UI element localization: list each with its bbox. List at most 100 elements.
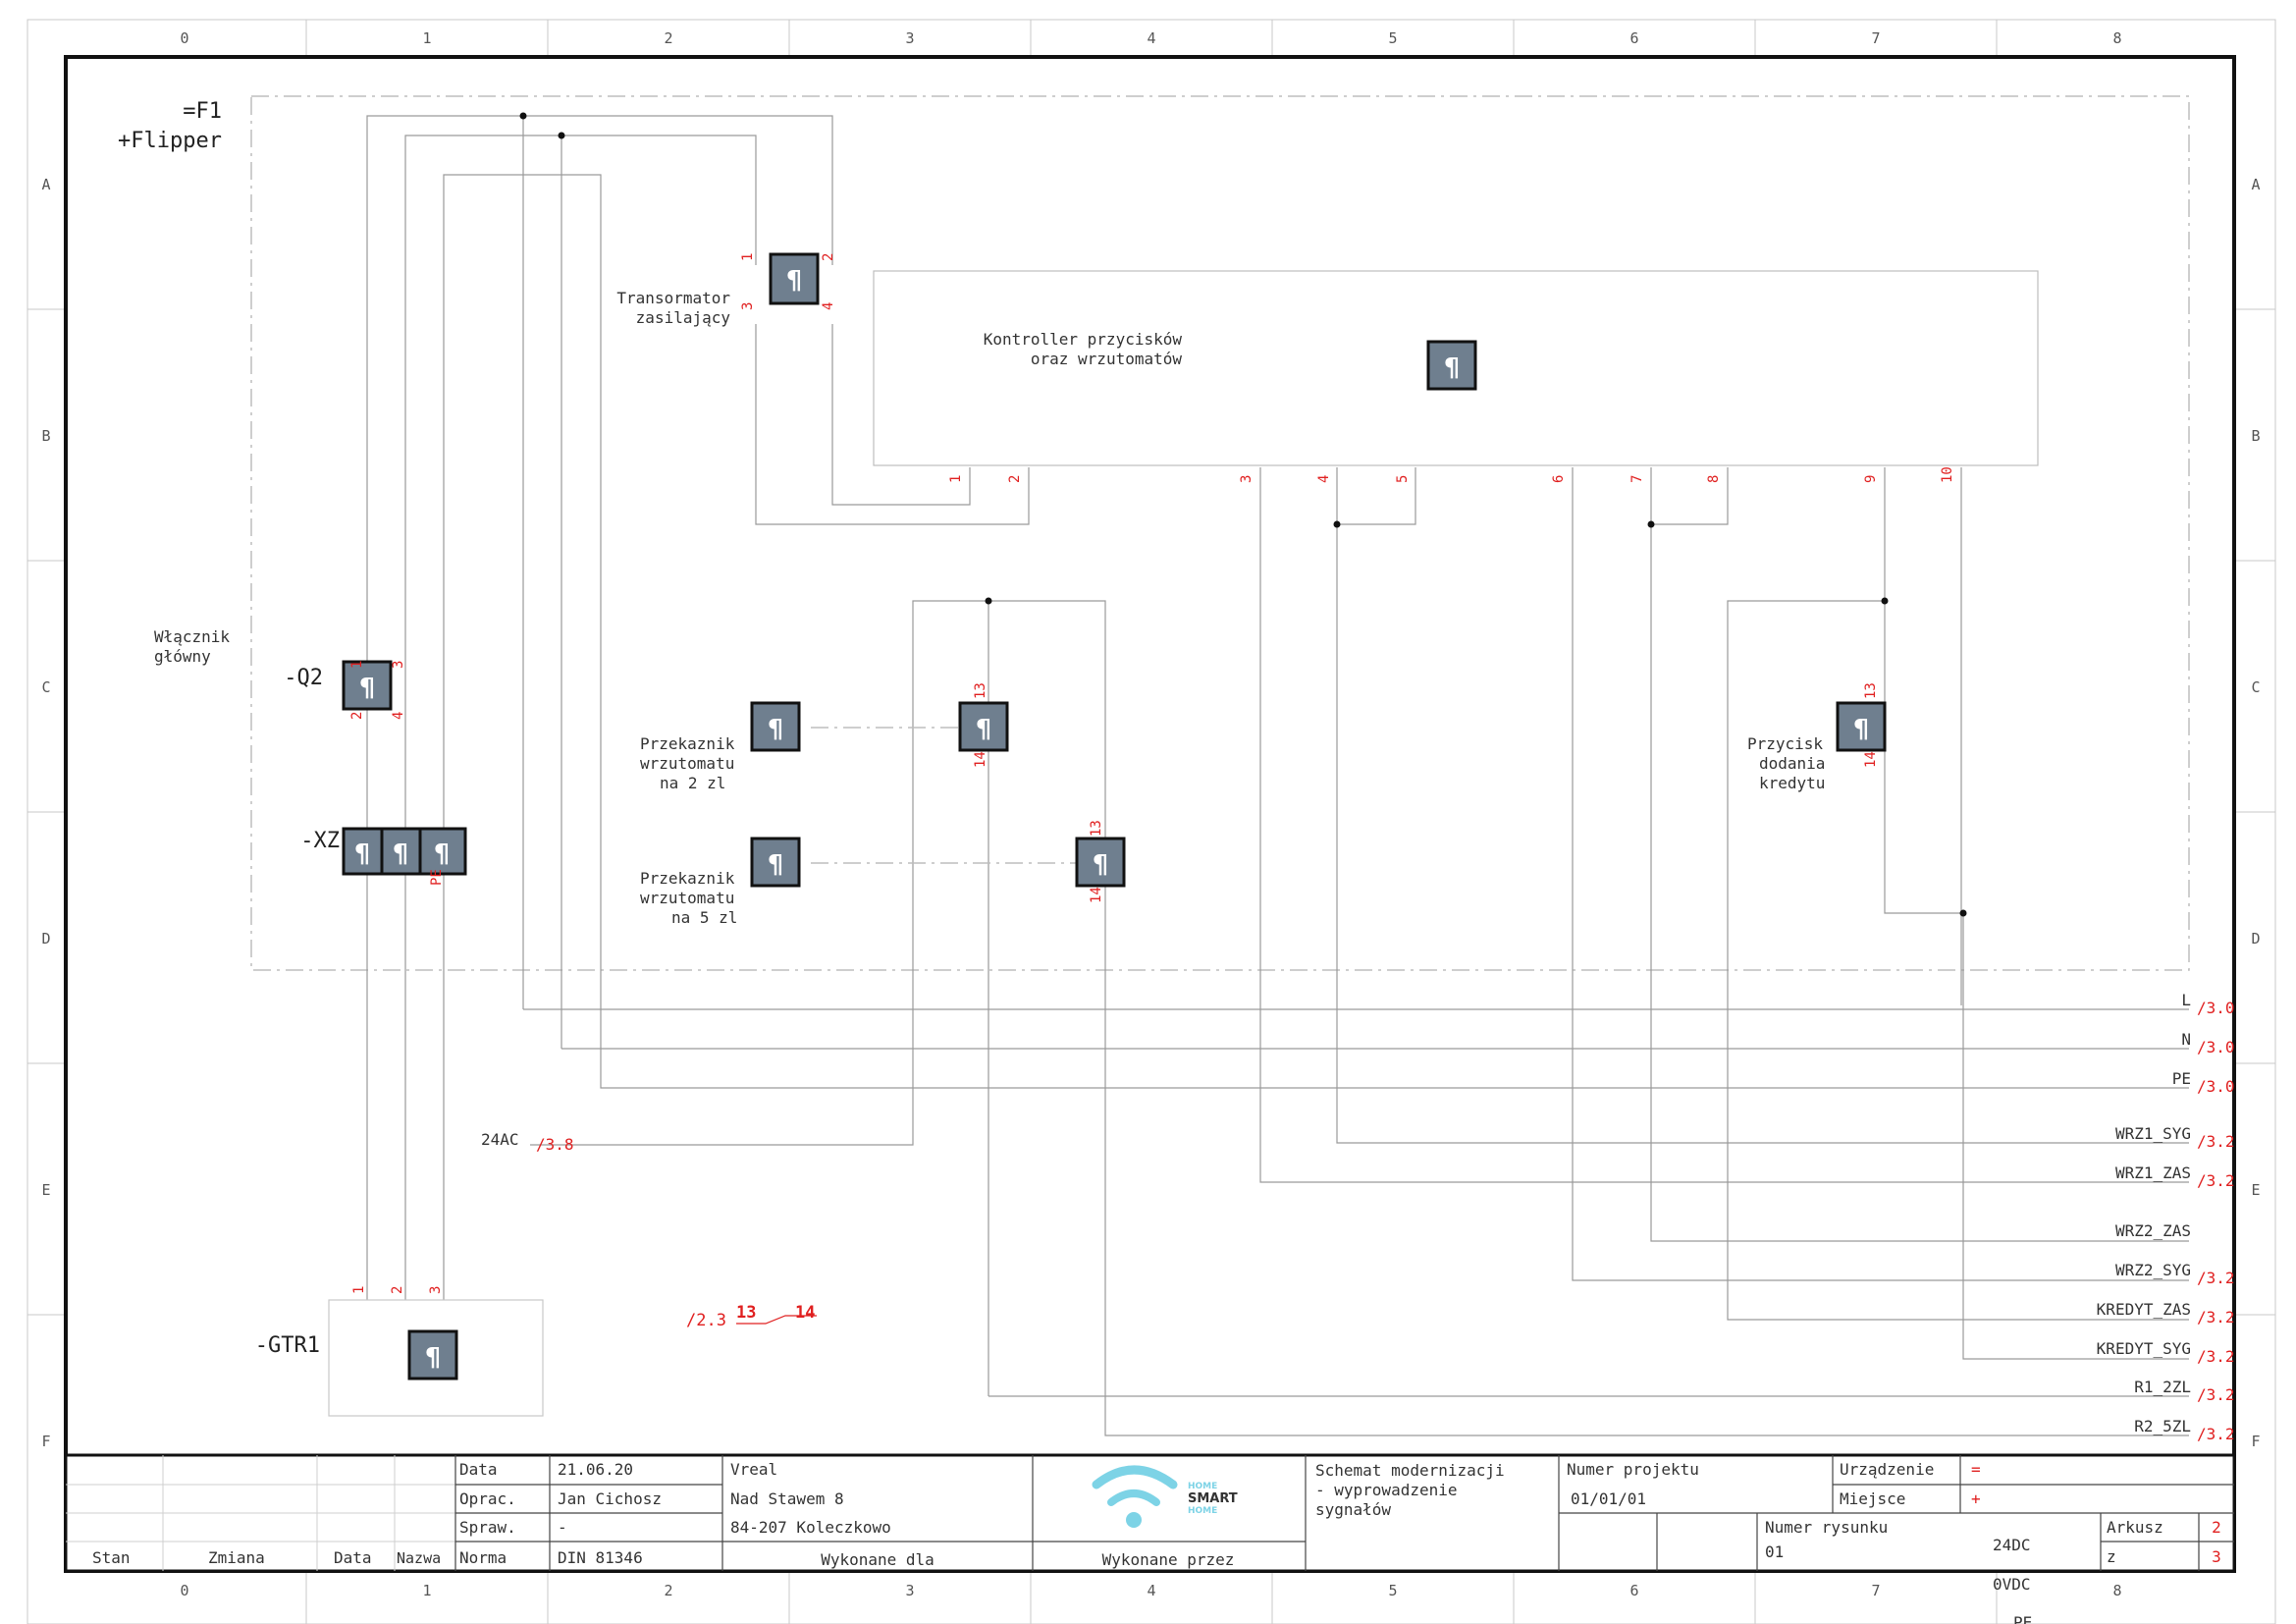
rev-zmiana-header: Zmiana [208, 1548, 265, 1567]
row-label-right: C [2251, 678, 2260, 696]
page-border [27, 19, 2276, 1624]
signal-ref: /3.0 [2197, 1038, 2235, 1056]
controller-pin-label: 7 [1629, 475, 1645, 483]
project-number-label: Numer projektu [1567, 1460, 1699, 1479]
relay-5zl-label-2: wrzutomatu [640, 889, 734, 907]
enclosure-boundary [250, 95, 2190, 971]
drawing-number-label: Numer rysunku [1765, 1518, 1888, 1537]
row-label-right: D [2251, 930, 2260, 947]
gtr1-tag: -GTR1 [255, 1333, 320, 1358]
relay-2zl-label-2: wrzutomatu [640, 754, 734, 773]
column-label-top: 1 [422, 29, 431, 47]
controller-pin-label: 4 [1316, 475, 1332, 483]
signal-name: WRZ1_SYG [2115, 1124, 2191, 1143]
relay-5zl-label: Przekaznik [640, 869, 735, 888]
controller-label: Kontroller przycisków [984, 330, 1183, 349]
contact-pin-14: 14 [795, 1303, 815, 1323]
controller-pin-label: 6 [1551, 475, 1567, 483]
norm-label: Norma [459, 1548, 507, 1567]
main-switch-label-2: główny [154, 647, 211, 666]
svg-text:¶: ¶ [434, 839, 451, 869]
controller-symbol[interactable]: ¶ [1426, 340, 1477, 391]
controller-pin-label: 5 [1395, 475, 1411, 483]
checked-label: Spraw. [459, 1518, 516, 1537]
relay-2zl-coil-symbol[interactable]: ¶ [750, 701, 801, 752]
gtr1-component[interactable]: -GTR1 ¶ 1 2 3 [255, 1286, 544, 1417]
client-line-1: Vreal [730, 1460, 777, 1479]
drawing-number-value: 01 [1765, 1543, 1784, 1561]
extra-24dc: 24DC [1993, 1536, 2031, 1554]
signal-name: KREDYT_SYG [2097, 1339, 2191, 1358]
terminal-strip-component[interactable]: -XZ ¶ ¶ ¶ PE [300, 827, 467, 886]
made-for-label: Wykonane dla [821, 1550, 934, 1569]
relay-5zl-coil-symbol[interactable]: ¶ [750, 837, 801, 888]
extra-pe: PE [2013, 1613, 2032, 1624]
checked-value: - [558, 1518, 567, 1537]
credit-button-label-3: kredytu [1759, 774, 1825, 792]
gtr1-symbol[interactable]: ¶ [407, 1329, 458, 1380]
column-label-bottom: 0 [180, 1582, 188, 1599]
credit-button-pin-14: 14 [1863, 751, 1879, 768]
signal-name: R1_2ZL [2134, 1378, 2191, 1396]
controller-component[interactable]: Kontroller przycisków oraz wrzutomatów ¶… [873, 270, 2039, 483]
signal-ref: /3.2 [2197, 1269, 2235, 1287]
signal-ref: /3.0 [2197, 1077, 2235, 1096]
rev-nazwa-header: Nazwa [397, 1549, 441, 1567]
svg-text:¶: ¶ [976, 715, 992, 744]
column-label-top: 7 [1871, 29, 1880, 47]
rev-data-header: Data [334, 1548, 372, 1567]
controller-pin-label: 3 [1239, 475, 1255, 483]
relay-5zl-pin-13: 13 [1089, 820, 1104, 837]
signal-name: WRZ1_ZAS [2115, 1164, 2191, 1182]
relay-2zl-pin-13: 13 [973, 682, 988, 699]
controller-pin-label: 9 [1863, 475, 1879, 483]
sheet-value: 2 [2212, 1518, 2221, 1537]
column-label-bottom: 2 [664, 1582, 672, 1599]
prepared-value: Jan Cichosz [558, 1489, 662, 1508]
home-smart-logo: HOME SMART HOME [1092, 1465, 1238, 1528]
signal-ref: /3.2 [2197, 1347, 2235, 1366]
signal-ref: /3.2 [2197, 1385, 2235, 1404]
column-label-top: 6 [1629, 29, 1638, 47]
signal-name: WRZ2_ZAS [2115, 1221, 2191, 1240]
description-line-2: - wyprowadzenie [1315, 1481, 1458, 1499]
main-switch-symbol[interactable]: ¶ [342, 660, 393, 711]
extra-0vdc: 0VDC [1993, 1575, 2031, 1594]
row-label-left: A [41, 176, 50, 193]
date-value: 21.06.20 [558, 1460, 633, 1479]
column-label-top: 5 [1388, 29, 1397, 47]
relay-5zl-contact-symbol[interactable]: ¶ [1075, 837, 1126, 888]
controller-label-2: oraz wrzutomatów [1031, 350, 1182, 368]
relay-2zl-pin-14: 14 [973, 751, 988, 768]
svg-text:¶: ¶ [786, 266, 803, 296]
transformer-component[interactable]: ¶ Transormator zasilający 1 2 3 4 [616, 252, 836, 327]
signal-ref: /3.2 [2197, 1171, 2235, 1190]
relay-2zl-component[interactable]: Przekaznik wrzutomatu na 2 zl ¶ ¶ 13 14 [640, 682, 1009, 792]
transformer-symbol[interactable]: ¶ [769, 252, 820, 305]
signal-ref: /3.2 [2197, 1425, 2235, 1443]
terminal-2-symbol[interactable]: ¶ [380, 827, 422, 876]
terminal-pe-symbol[interactable]: ¶ [418, 827, 467, 876]
switch-pin-4: 4 [391, 712, 406, 720]
switch-pin-3: 3 [391, 661, 406, 669]
credit-button-symbol[interactable]: ¶ [1836, 701, 1887, 752]
transformer-label-2: zasilający [636, 308, 731, 327]
row-label-right: A [2251, 176, 2260, 193]
main-switch-component[interactable]: Włącznik główny -Q2 ¶ 1 3 2 4 [154, 627, 406, 720]
terminal-1-symbol[interactable]: ¶ [342, 827, 384, 876]
row-label-left: F [41, 1433, 50, 1450]
credit-button-label: Przycisk [1747, 734, 1823, 753]
terminal-pe-pin: PE [429, 869, 445, 886]
relay-5zl-component[interactable]: Przekaznik wrzutomatu na 5 zl ¶ ¶ 13 14 [640, 820, 1126, 927]
controller-pin-label: 1 [948, 475, 964, 483]
signal-name: KREDYT_ZAS [2097, 1300, 2191, 1319]
location-designation: +Flipper [118, 129, 222, 153]
column-label-top: 0 [180, 29, 188, 47]
relay-2zl-contact-symbol[interactable]: ¶ [958, 701, 1009, 752]
svg-text:¶: ¶ [425, 1343, 442, 1373]
credit-button-component[interactable]: Przycisk dodania kredytu ¶ 13 14 [1747, 682, 1887, 792]
switch-pin-1: 1 [349, 661, 365, 669]
rev-stan-header: Stan [92, 1548, 131, 1567]
